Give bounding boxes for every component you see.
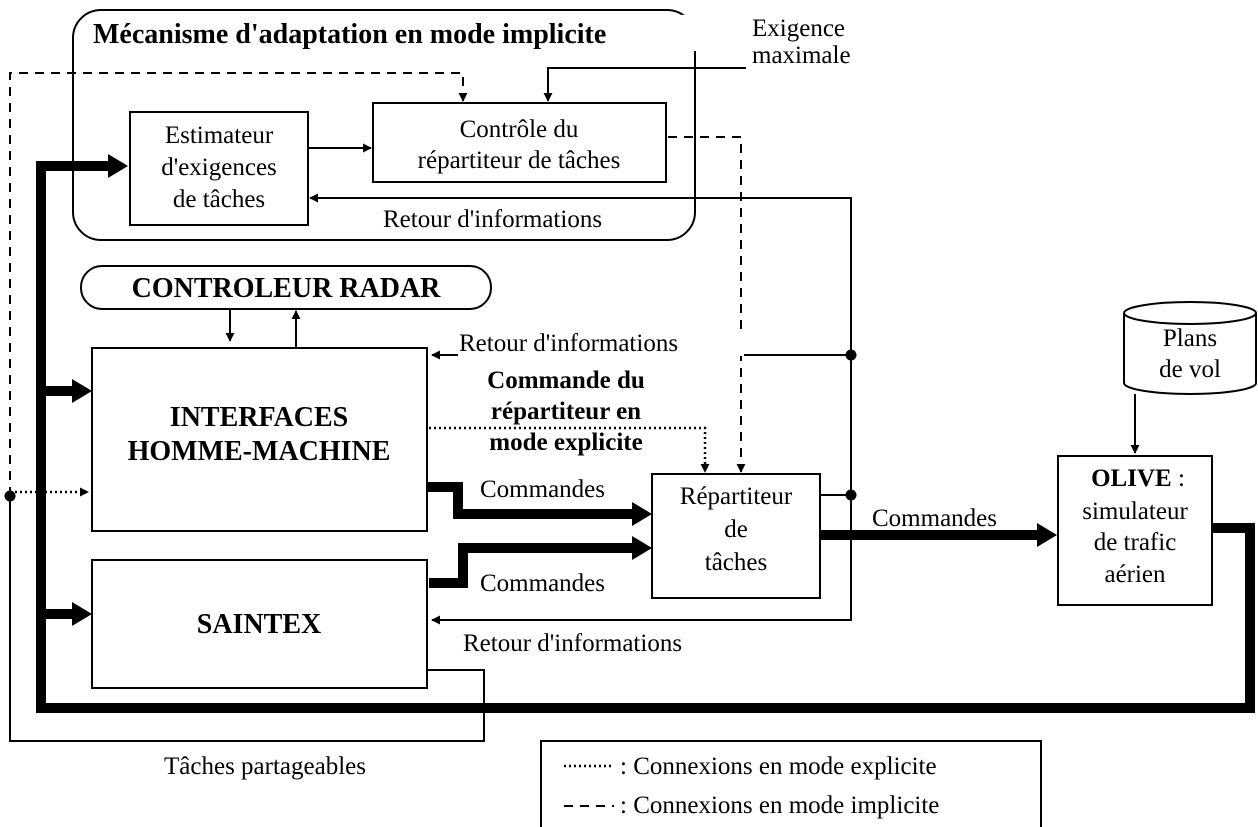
commandes-olive-label: Commandes xyxy=(872,505,997,532)
ihm-commandes-arrowhead xyxy=(632,502,652,526)
ihm-box xyxy=(91,347,428,532)
plans-line2: de vol xyxy=(1159,356,1221,383)
saintex-label: SAINTEX xyxy=(197,609,321,640)
olive-box xyxy=(1057,455,1213,606)
junction-left xyxy=(4,490,16,502)
legend-implicit-label: : Connexions en mode implicite xyxy=(620,792,939,819)
implicit-left-loop xyxy=(9,72,468,496)
retour-top-label: Retour d'informations xyxy=(383,206,602,233)
ihm-to-repartiteur-dotted xyxy=(429,426,710,473)
controle-box xyxy=(372,102,667,183)
commandes-saintex-label: Commandes xyxy=(480,570,605,597)
retour-mid-label: Retour d'informations xyxy=(459,330,678,357)
repartiteur-line2: de xyxy=(724,516,748,543)
repartiteur-line1: Répartiteur xyxy=(680,483,793,510)
adaptation-mechanism-frame xyxy=(72,9,696,241)
exigence-label-line2: maximale xyxy=(752,42,851,69)
legend-explicit-label: : Connexions en mode explicite xyxy=(620,753,937,780)
loop-to-estimateur-arrowhead xyxy=(108,154,128,178)
loop-to-ihm-arrowhead xyxy=(72,379,92,403)
commandes-ihm-label: Commandes xyxy=(480,476,605,503)
junction-lower xyxy=(845,489,857,501)
loop-to-saintex-arrowhead xyxy=(72,602,92,626)
commande-explicite-line3: mode explicite xyxy=(489,429,642,456)
estimateur-box xyxy=(129,111,309,226)
commande-explicite-line1: Commande du xyxy=(487,367,645,394)
exigence-arrow xyxy=(543,67,746,102)
plans-cylinder-top xyxy=(1123,301,1257,325)
olive-line3: de trafic xyxy=(1094,529,1177,556)
mechanism-title-backdrop xyxy=(86,15,698,51)
mechanism-title: Mécanisme d'adaptation en mode implicite xyxy=(93,19,606,50)
olive-line4: aérien xyxy=(1104,561,1166,588)
commande-explicite-line2: répartiteur en xyxy=(491,398,641,425)
repartiteur-box xyxy=(651,473,821,599)
plans-line1: Plans xyxy=(1163,325,1217,352)
olive-line1: OLIVE : xyxy=(1091,465,1185,492)
plans-cylinder-body xyxy=(1123,313,1257,395)
controleur-radar-box xyxy=(80,265,492,310)
controle-line1: Contrôle du xyxy=(460,116,579,143)
repartiteur-line3: tâches xyxy=(705,549,767,576)
olive-line2: simulateur xyxy=(1082,498,1188,525)
retour-top-arrow xyxy=(309,193,852,495)
ihm-line2: HOMME-MACHINE xyxy=(128,436,391,467)
olive-feedback-thick-loop xyxy=(36,166,1255,713)
estimateur-line3: de tâches xyxy=(173,186,265,213)
taches-partageables-label: Tâches partageables xyxy=(164,753,366,780)
controleur-radar-label: CONTROLEUR RADAR xyxy=(132,273,442,304)
commande-explicite-backdrop xyxy=(470,428,662,456)
olive-name: OLIVE xyxy=(1091,465,1172,492)
olive-sep: : xyxy=(1172,465,1185,492)
taches-partageables-loop xyxy=(9,496,485,742)
ihm-line1: INTERFACES xyxy=(170,402,348,433)
retour-bottom-label: Retour d'informations xyxy=(463,630,682,657)
legend-box xyxy=(540,740,1042,827)
repartiteur-feedback-line xyxy=(431,494,852,625)
retour-mid-backdrop xyxy=(458,330,744,356)
saintex-commandes-arrowhead xyxy=(632,536,652,560)
estimateur-line2: d'exigences xyxy=(161,154,277,181)
controle-line2: répartiteur de tâches xyxy=(418,147,621,174)
repartiteur-to-olive-arrowhead xyxy=(1037,523,1057,547)
controle-to-repartiteur-dashed xyxy=(668,136,746,473)
ihm-commandes-thick xyxy=(427,482,636,519)
exigence-label-line1: Exigence xyxy=(752,15,845,42)
estimateur-line1: Estimateur xyxy=(165,122,274,149)
saintex-box xyxy=(91,559,428,689)
junction-upper xyxy=(845,349,857,361)
saintex-commandes-thick xyxy=(429,543,636,588)
